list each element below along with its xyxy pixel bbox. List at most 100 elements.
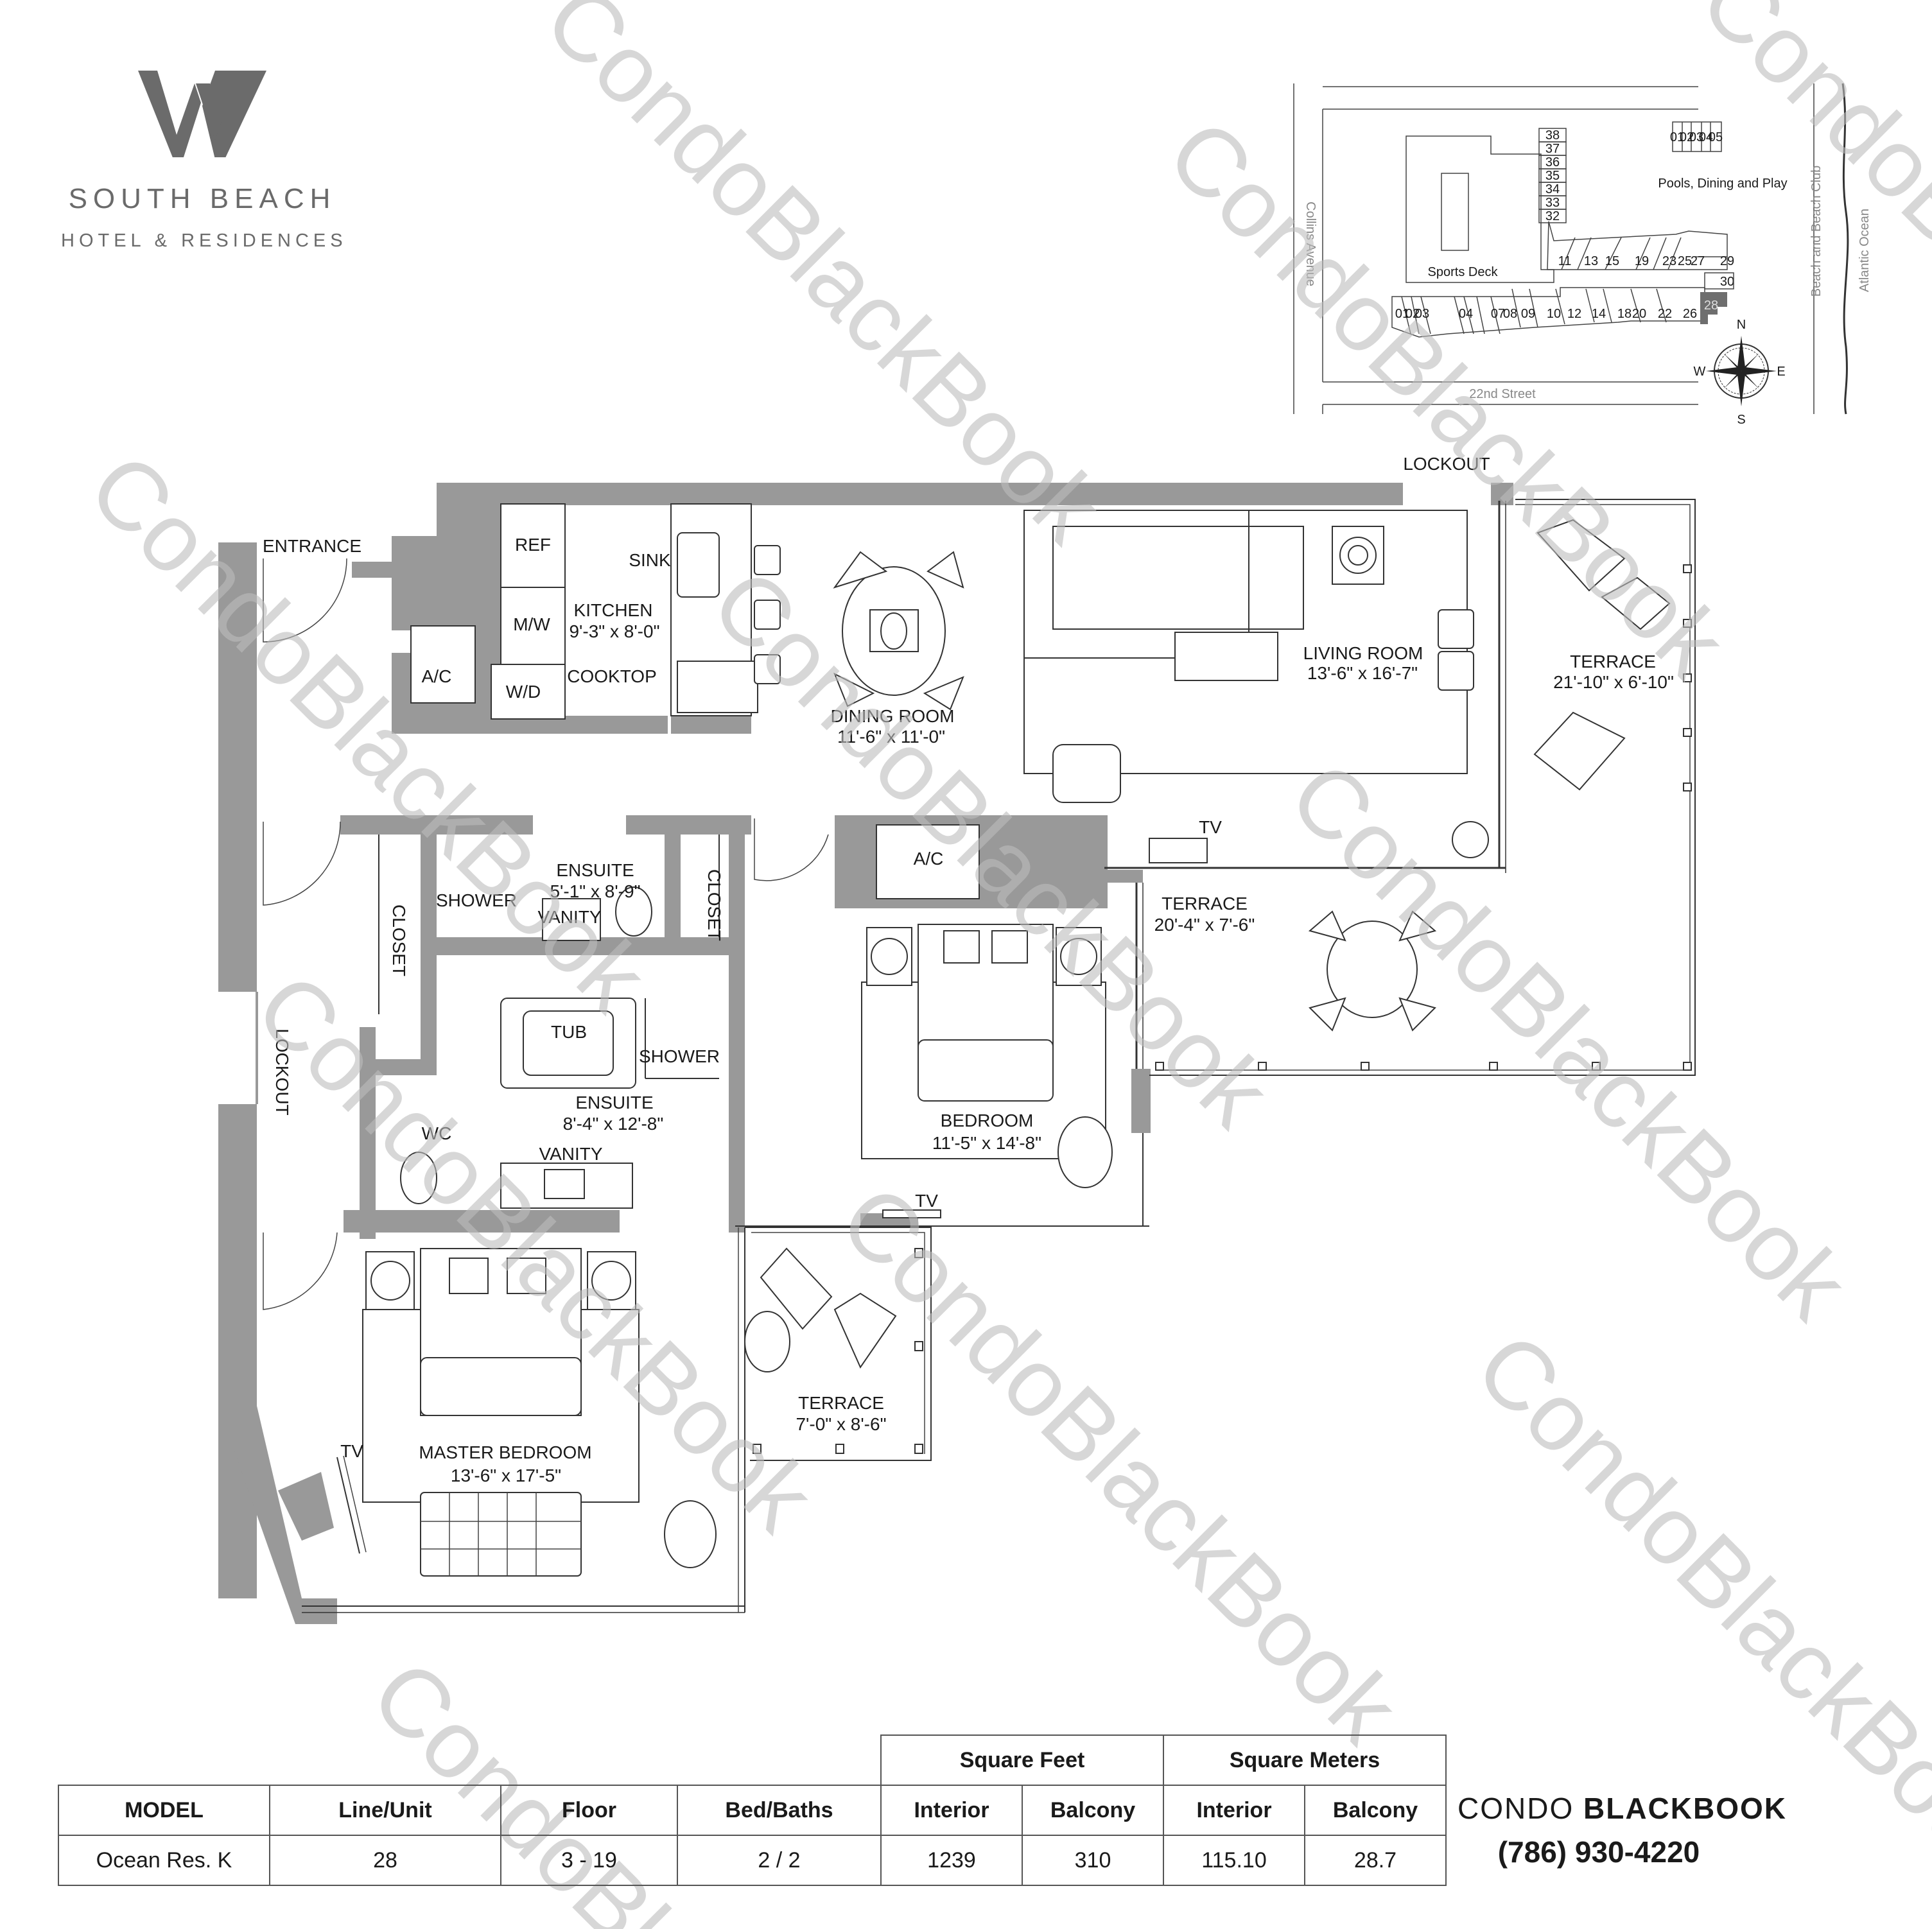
svg-text:05: 05 [1709,130,1723,144]
svg-text:36: 36 [1545,155,1560,169]
header-sqft-balcony: Balcony [1022,1785,1164,1836]
sqft-group-header: Square Feet [880,1734,1164,1786]
sqm-group-header: Square Meters [1163,1734,1447,1786]
svg-text:CondoBlackBook: CondoBlackBook [525,0,1124,563]
ref-label: REF [515,535,551,555]
svg-text:10: 10 [1547,307,1561,321]
svg-text:27: 27 [1691,254,1705,268]
room-labels: ENTRANCE LOCKOUT LOCKOUT REF M/W W/D A/C… [263,454,1674,1485]
svg-text:26: 26 [1683,307,1697,321]
svg-text:CondoBlackBook: CondoBlackBook [820,1164,1419,1763]
wd-label: W/D [506,682,541,702]
table-row: Ocean Res. K 28 3 - 19 2 / 2 1239 310 11… [58,1835,1447,1886]
tv-master-label: TV [340,1441,363,1461]
key-middle-units: 11 13 15 19 23 25 27 29 30 [1547,221,1734,290]
dining-size: 11'-6" x 11'-0" [837,727,945,747]
cell-sqft-balcony: 310 [1022,1835,1164,1886]
fixtures [256,499,1696,1613]
svg-text:09: 09 [1521,307,1535,321]
header-sqft-interior: Interior [880,1785,1023,1836]
beach-club-label: Beach and Beach Club [1809,166,1823,297]
svg-text:11: 11 [1558,254,1572,268]
svg-text:19: 19 [1635,254,1649,268]
dining-name: DINING ROOM [831,706,955,726]
collins-avenue-label: Collins Avenue [1303,202,1318,286]
svg-text:08: 08 [1503,307,1517,321]
closet-left-label: CLOSET [389,904,409,976]
svg-text:22: 22 [1658,307,1672,321]
terrace-master-name: TERRACE [798,1393,884,1413]
brand-name-bold: BLACKBOOK [1583,1792,1787,1825]
22nd-street-label: 22nd Street [1469,387,1536,401]
closet-right-label: CLOSET [704,869,724,941]
svg-text:37: 37 [1545,142,1560,156]
mw-label: M/W [513,614,550,634]
ensuite-1-size: 5'-1" x 8'-9" [550,881,640,901]
svg-text:02: 02 [1405,307,1420,321]
svg-text:15: 15 [1605,254,1619,268]
sports-deck-label: Sports Deck [1428,265,1499,279]
kitchen-size: 9'-3" x 8'-0" [569,621,659,641]
master-name: MASTER BEDROOM [419,1442,591,1462]
lockout-top-label: LOCKOUT [1403,454,1490,474]
svg-text:13: 13 [1584,254,1598,268]
cooktop-label: COOKTOP [567,666,657,686]
brand-phone[interactable]: (786) 930-4220 [1497,1835,1700,1869]
svg-text:CondoBlackBook: CondoBlackBook [1680,0,1932,544]
w-logo-icon [138,71,266,157]
tub-label: TUB [551,1022,587,1042]
logo-title: SOUTH BEACH [68,183,336,214]
ac-kitchen-label: A/C [422,666,452,686]
compass-e: E [1777,365,1785,379]
svg-text:35: 35 [1545,169,1560,183]
shower-2-label: SHOWER [639,1046,720,1066]
svg-text:03: 03 [1415,307,1429,321]
compass-w: W [1694,365,1706,379]
cell-floor: 3 - 19 [500,1835,678,1886]
entrance-label: ENTRANCE [263,536,361,556]
svg-text:01: 01 [1670,130,1684,144]
kitchen-name: KITCHEN [574,600,653,620]
svg-text:04: 04 [1699,130,1713,144]
lockout-left-label: LOCKOUT [272,1028,292,1115]
svg-text:34: 34 [1545,182,1560,196]
atlantic-ocean-label: Atlantic Ocean [1858,209,1872,292]
logo-subtitle: HOTEL & RESIDENCES [61,230,347,251]
ensuite-1-name: ENSUITE [556,860,634,880]
header-sqm-interior: Interior [1163,1785,1305,1836]
highlighted-unit-28 [1700,292,1727,324]
terrace-master-size: 7'-0" x 8'-6" [796,1414,886,1434]
wc-label: WC [422,1123,452,1143]
sink-label: SINK [629,550,671,570]
cell-bed-baths: 2 / 2 [677,1835,882,1886]
unit-spec-table: Square Feet Square Meters MODEL Line/Uni… [58,1734,1447,1886]
header-bed-baths: Bed/Baths [677,1785,882,1836]
key-plan: Collins Avenue 22nd Street Beach and Bea… [1293,83,1872,427]
svg-text:14: 14 [1592,307,1606,321]
vanity-1-label: VANITY [537,907,601,927]
tv-living-label: TV [1199,817,1222,837]
svg-text:18: 18 [1617,307,1632,321]
w-south-beach-logo: SOUTH BEACH HOTEL & RESIDENCES [61,71,344,252]
brand-name-light: CONDO [1458,1792,1574,1825]
cell-sqm-interior: 115.10 [1163,1835,1305,1886]
compass-s: S [1737,413,1745,427]
terrace-east-size: 21'-10" x 6'-10" [1553,672,1674,692]
compass-n: N [1737,318,1746,332]
master-size: 13'-6" x 17'-5" [451,1466,561,1485]
svg-text:01: 01 [1395,307,1409,321]
tv-bedroom-label: TV [915,1191,938,1211]
svg-text:12: 12 [1567,307,1581,321]
svg-text:02: 02 [1680,130,1694,144]
bedroom-size: 11'-5" x 14'-8" [932,1133,1041,1153]
cell-line-unit: 28 [269,1835,501,1886]
vanity-2-label: VANITY [539,1144,602,1164]
header-line-unit: Line/Unit [269,1785,501,1836]
svg-text:20: 20 [1632,307,1646,321]
bedroom-name: BEDROOM [941,1111,1034,1130]
shower-1-label: SHOWER [436,890,517,910]
header-model: MODEL [58,1785,270,1836]
living-size: 13'-6" x 16'-7" [1307,663,1418,683]
header-floor: Floor [500,1785,678,1836]
